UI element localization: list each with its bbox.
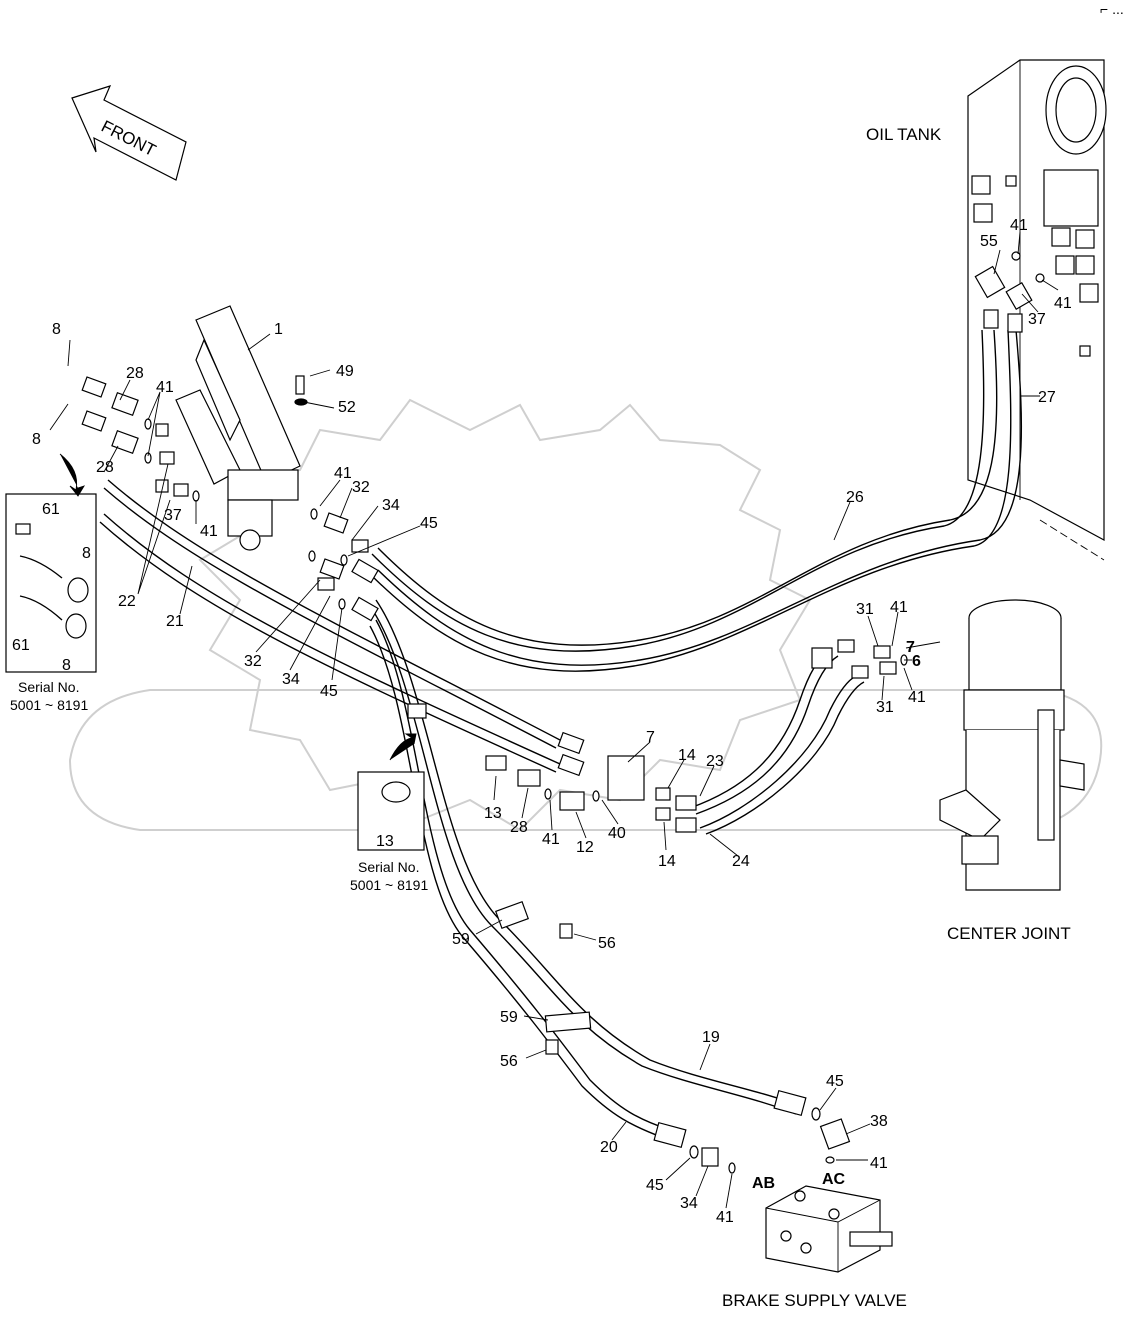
part-numbers: 1 8 8 28 28 41 41 41 37 37 49 52 32 34 4… — [12, 217, 1072, 1226]
part-label: 24 — [732, 853, 750, 870]
part-label: 32 — [244, 653, 262, 670]
part-label: 7 — [646, 729, 655, 746]
brake-supply-valve — [765, 1185, 893, 1273]
part-label: 45 — [826, 1073, 844, 1090]
part-label: 14 — [658, 853, 676, 870]
serial-label-1-line2: 5001 ~ 8191 — [10, 697, 88, 713]
fittings — [81, 251, 1045, 1174]
part-label: 41 — [890, 599, 908, 616]
part-label: 31 — [876, 699, 894, 716]
part-label: 61 — [42, 501, 60, 518]
part-label: 49 — [336, 363, 354, 380]
part-label: 41 — [908, 689, 926, 706]
part-label: 21 — [166, 613, 184, 630]
part-label: 28 — [126, 365, 144, 382]
part-label: 28 — [510, 819, 528, 836]
serial-label-2-line1: Serial No. — [358, 859, 419, 875]
part-label: 55 — [980, 233, 998, 250]
part-label: 13 — [376, 833, 394, 850]
part-label: 1 — [274, 321, 283, 338]
part-label: 41 — [156, 379, 174, 396]
serial-label-2-line2: 5001 ~ 8191 — [350, 877, 428, 893]
center-joint-label: CENTER JOINT — [947, 924, 1071, 943]
part-label: 8 — [52, 321, 61, 338]
part-label: 41 — [334, 465, 352, 482]
part-label: 41 — [200, 523, 218, 540]
part-label: 41 — [870, 1155, 888, 1172]
part-label: 56 — [500, 1053, 518, 1070]
part-label: 61 — [12, 637, 30, 654]
leader-lines — [49, 231, 1059, 1209]
serial-inset-1 — [5, 453, 97, 673]
part-label: 41 — [542, 831, 560, 848]
part-label: 41 — [1054, 295, 1072, 312]
part-label: 34 — [282, 671, 300, 688]
serial-label-1-line1: Serial No. — [18, 679, 79, 695]
part-label: 12 — [576, 839, 594, 856]
oil-tank: OIL TANK — [866, 59, 1107, 561]
part-label: 23 — [706, 753, 724, 770]
part-label: 37 — [164, 507, 182, 524]
part-label: 28 — [96, 459, 114, 476]
serial-inset-2 — [357, 733, 425, 851]
part-label: 59 — [500, 1009, 518, 1026]
part-label: 8 — [32, 431, 41, 448]
part-label: 19 — [702, 1029, 720, 1046]
oil-tank-label: OIL TANK — [866, 125, 942, 144]
corner-mark: ⌐ ... — [1100, 1, 1124, 17]
part-label: 45 — [420, 515, 438, 532]
part-label: 26 — [846, 489, 864, 506]
part-label: 14 — [678, 747, 696, 764]
part-label: 41 — [716, 1209, 734, 1226]
brake-pedal-assembly — [175, 305, 308, 551]
part-label: 45 — [646, 1177, 664, 1194]
part-label: 34 — [680, 1195, 698, 1212]
part-label: 20 — [600, 1139, 618, 1156]
part-label: 40 — [608, 825, 626, 842]
center-joint — [939, 599, 1085, 891]
brake-supply-valve-label: BRAKE SUPPLY VALVE — [722, 1291, 907, 1310]
hoses — [99, 329, 1023, 1139]
part-label: 34 — [382, 497, 400, 514]
part-label: 22 — [118, 593, 136, 610]
part-label: 56 — [598, 935, 616, 952]
part-label: 8 — [82, 545, 91, 562]
part-label: 31 — [856, 601, 874, 618]
part-label: 41 — [1010, 217, 1028, 234]
part-label: 45 — [320, 683, 338, 700]
part-label: 52 — [338, 399, 356, 416]
part-label: 8 — [62, 657, 71, 674]
part-label: 37 — [1028, 311, 1046, 328]
part-label: 27 — [1038, 389, 1056, 406]
part-label: 6 — [912, 653, 921, 670]
front-arrow: FRONT — [71, 85, 187, 181]
part-label: 59 — [452, 931, 470, 948]
port-label-ab: AB — [752, 1175, 775, 1192]
part-label: 7 — [906, 639, 915, 656]
port-label-ac: AC — [822, 1171, 846, 1188]
part-label: 13 — [484, 805, 502, 822]
part-label: 32 — [352, 479, 370, 496]
part-label: 38 — [870, 1113, 888, 1130]
